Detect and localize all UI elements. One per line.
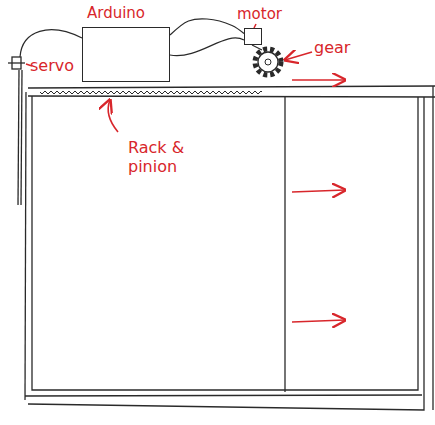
- top-rail-line: [28, 96, 435, 97]
- part-label: Rack & pinion: [128, 138, 204, 176]
- servo-symbol: [8, 57, 25, 205]
- outer-frame-line: [25, 395, 422, 396]
- outer-frame-line: [28, 97, 424, 410]
- left-panel: [32, 96, 285, 390]
- servo-wire: [20, 30, 82, 57]
- frame: [25, 86, 435, 410]
- gear-symbol: [255, 49, 281, 75]
- outer-frame-line: [25, 92, 26, 400]
- part-label: gear: [314, 38, 374, 57]
- part-name: Arduino: [87, 4, 145, 22]
- part-label: servo: [30, 56, 90, 75]
- motor-wire: [170, 38, 244, 56]
- controller-box: Arduino: [82, 27, 170, 82]
- motion-arrows: [26, 24, 345, 322]
- leader-arrow: [108, 100, 118, 132]
- right-panel: [285, 97, 418, 390]
- motion-arrow: [292, 79, 345, 81]
- motor-box: motor: [244, 28, 262, 45]
- motion-arrow: [292, 190, 345, 192]
- outer-frame-line: [432, 86, 433, 410]
- motion-arrow: [292, 320, 345, 322]
- wire: [170, 19, 244, 35]
- part-name: motor: [237, 5, 282, 23]
- leader-arrow: [285, 52, 312, 60]
- rack-teeth: [40, 90, 262, 96]
- panel-edge: [284, 97, 285, 392]
- top-rail-line: [28, 86, 435, 88]
- motor-shaft: [252, 45, 262, 50]
